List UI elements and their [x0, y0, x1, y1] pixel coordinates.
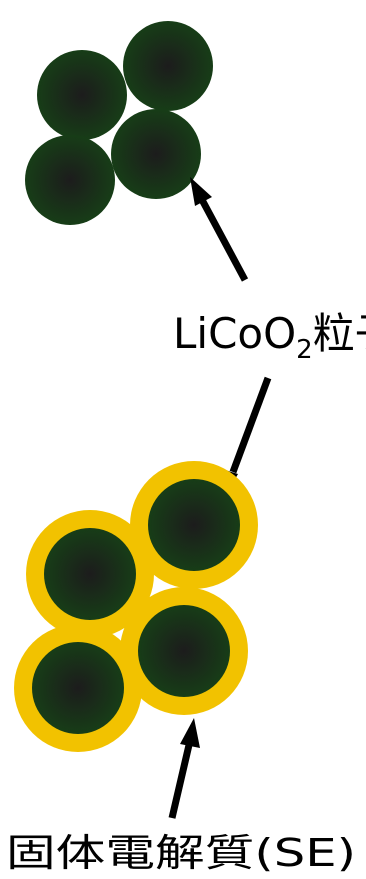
particle-label-o: O	[263, 309, 296, 358]
bare-particle	[37, 50, 127, 140]
particle-label-main: LiCo	[173, 309, 263, 358]
coated-particle-cluster	[14, 461, 258, 752]
coated-particle	[44, 528, 136, 620]
coated-particle	[32, 642, 124, 734]
coated-particle	[148, 479, 240, 571]
arrow-to-coating	[168, 718, 200, 819]
particle-label: LiCoO2粒子	[173, 309, 366, 365]
particle-label-subscript: 2	[296, 335, 313, 365]
bare-particle	[111, 109, 201, 199]
bare-particle-cluster	[25, 21, 213, 225]
electrolyte-label: 固体電解質(SE)	[6, 831, 356, 875]
bare-particle	[25, 135, 115, 225]
arrow-to-bare-particle	[190, 177, 249, 282]
bare-particle	[123, 21, 213, 111]
coated-particle	[138, 605, 230, 697]
particle-label-suffix: 粒子	[313, 309, 366, 358]
